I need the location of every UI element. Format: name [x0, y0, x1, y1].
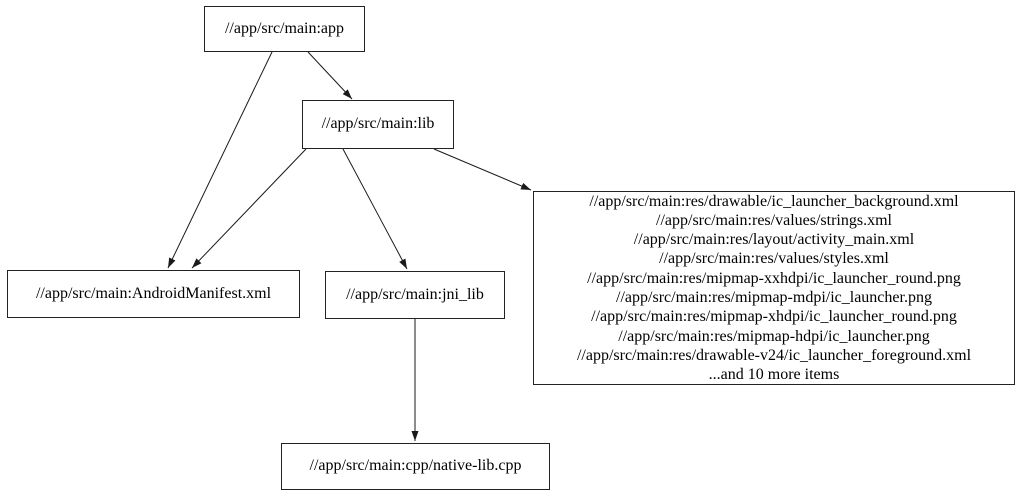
edge-app-to-lib: [307, 51, 353, 100]
res-group-more-items: ...and 10 more items: [708, 366, 840, 384]
edge-lib-to-res-group: [433, 148, 532, 191]
node-lib: //app/src/main:lib: [302, 100, 454, 149]
node-jni-lib: //app/src/main:jni_lib: [325, 271, 505, 319]
node-native-lib-cpp-label: //app/src/main:cpp/native-lib.cpp: [309, 457, 522, 475]
node-android-manifest-label: //app/src/main:AndroidManifest.xml: [35, 284, 272, 302]
node-app-label: //app/src/main:app: [224, 19, 345, 37]
edge-lib-to-jni-lib: [342, 148, 408, 270]
res-file-item: //app/src/main:res/values/styles.xml: [659, 250, 889, 268]
node-res-group: //app/src/main:res/drawable/ic_launcher_…: [533, 191, 1015, 385]
res-file-item: //app/src/main:res/mipmap-xxhdpi/ic_laun…: [587, 269, 961, 287]
res-file-item: //app/src/main:res/values/strings.xml: [656, 211, 892, 229]
node-android-manifest: //app/src/main:AndroidManifest.xml: [7, 270, 300, 318]
res-file-item: //app/src/main:res/mipmap-xhdpi/ic_launc…: [591, 308, 957, 326]
node-jni-lib-label: //app/src/main:jni_lib: [346, 285, 484, 303]
node-lib-label: //app/src/main:lib: [321, 115, 435, 133]
res-file-item: //app/src/main:res/mipmap-hdpi/ic_launch…: [618, 327, 930, 345]
res-file-item: //app/src/main:res/mipmap-mdpi/ic_launch…: [616, 289, 932, 306]
res-file-item: //app/src/main:res/layout/activity_main.…: [633, 231, 915, 249]
res-file-item: //app/src/main:res/drawable-v24/ic_launc…: [576, 346, 972, 364]
edge-app-to-android-manifest: [167, 51, 273, 269]
res-file-item: //app/src/main:res/drawable/ic_launcher_…: [589, 192, 959, 210]
node-native-lib-cpp: //app/src/main:cpp/native-lib.cpp: [281, 443, 550, 490]
edge-lib-to-android-manifest: [191, 148, 307, 269]
node-app: //app/src/main:app: [204, 6, 365, 52]
